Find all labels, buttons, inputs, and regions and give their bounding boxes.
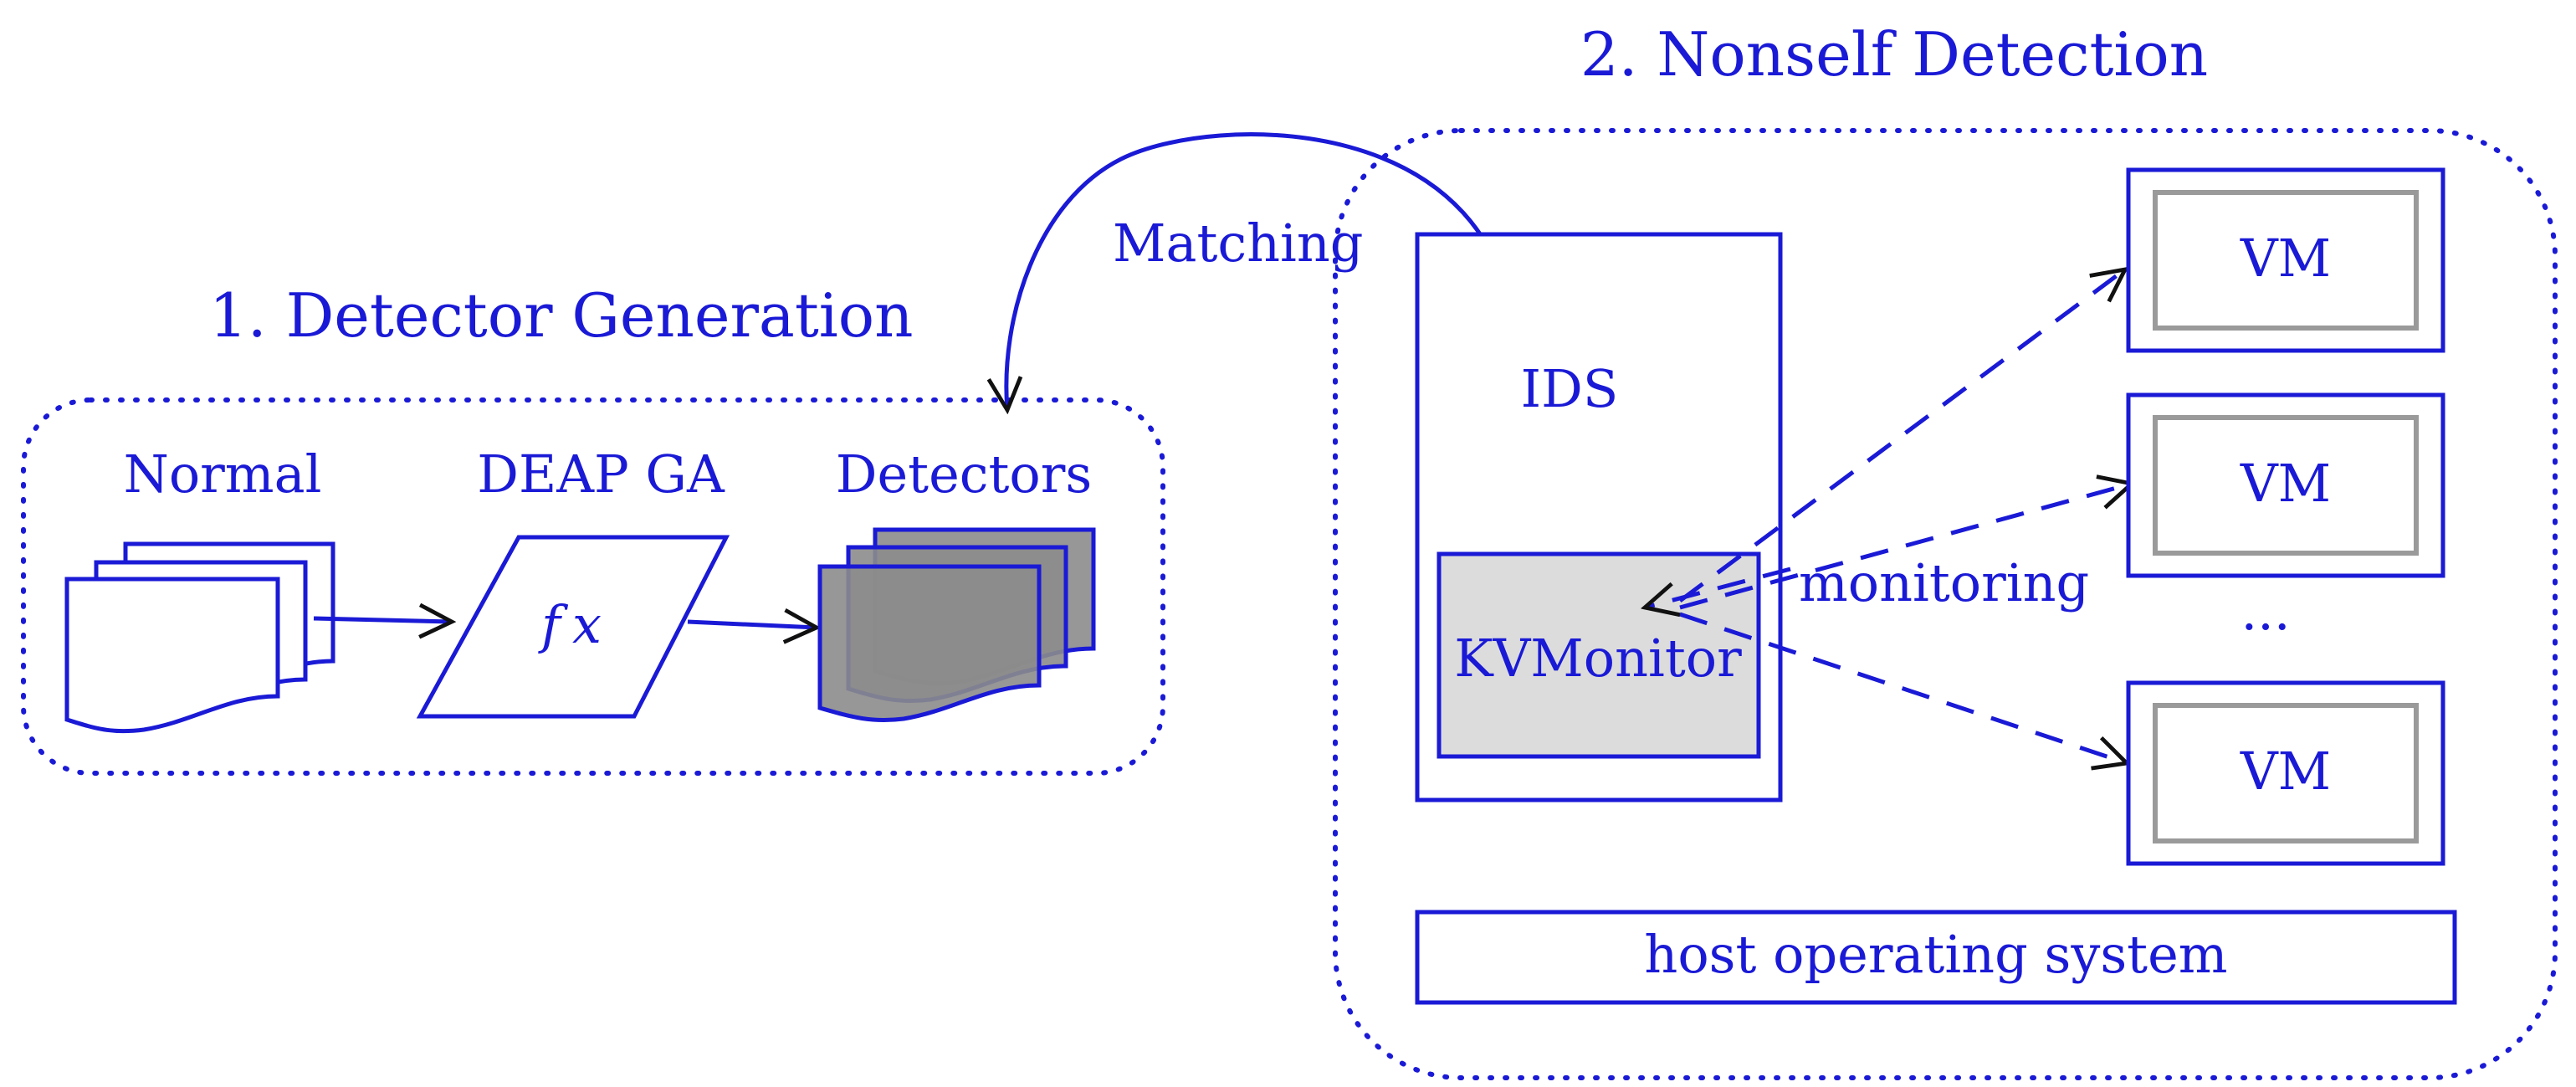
matching-arc-arrow: [1006, 132, 1518, 410]
vm-ellipsis: ...: [2241, 581, 2290, 642]
matching-label: Matching: [1113, 213, 1363, 274]
ga-to-detectors-arrow: [687, 622, 817, 628]
normal-documents-icon: [64, 541, 335, 734]
nonself-detection-title: 2. Nonself Detection: [1580, 19, 2208, 90]
kvmonitor-box: [1437, 551, 1761, 759]
normal-label: Normal: [124, 444, 322, 505]
vm-box-3: VM: [2126, 680, 2445, 866]
ids-label: IDS: [1521, 358, 1619, 419]
detector-generation-boundary: [21, 397, 1165, 776]
detectors-label: Detectors: [836, 444, 1092, 505]
vm-label-3: VM: [2240, 741, 2331, 802]
monitoring-arrows: [1645, 269, 2132, 763]
monitoring-arrow-vm3: [1679, 612, 2127, 763]
host-os-box: [1415, 910, 2457, 1005]
vm-label-2: VM: [2240, 453, 2331, 514]
deap-ga-process-parallelogram: [416, 535, 730, 719]
deap-ga-label: DEAP GA: [477, 444, 725, 505]
detectors-documents-icon: [817, 527, 1096, 723]
vm-box-2: VM: [2126, 392, 2445, 578]
nonself-detection-boundary: [1333, 128, 2558, 1080]
vm-label-1: VM: [2240, 228, 2331, 289]
monitoring-arrow-vm2: [1679, 484, 2132, 610]
monitoring-arrow-kvmonitor: [1645, 567, 1791, 608]
host-os-label: host operating system: [1644, 924, 2227, 985]
kvmonitor-label: KVMonitor: [1454, 628, 1742, 689]
detector-generation-title: 1. Detector Generation: [209, 280, 914, 351]
monitoring-label: monitoring: [1799, 552, 2089, 613]
normal-to-ga-arrow: [313, 618, 452, 622]
ga-fitness-formula: fx: [538, 594, 613, 655]
vm-box-1: VM: [2126, 167, 2445, 353]
